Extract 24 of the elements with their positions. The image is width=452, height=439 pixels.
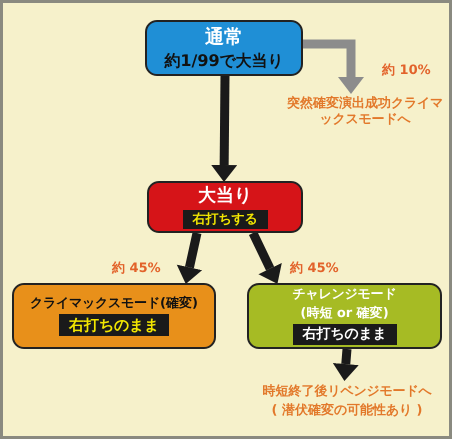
status-tag: 右打ちする — [182, 210, 268, 230]
mode-title: 大当り — [198, 184, 252, 206]
status-tag: 右打ちのまま — [59, 314, 169, 336]
edge-label: 約 45% — [288, 259, 341, 277]
mode-box — [147, 181, 303, 233]
note-line: 時短終了後リベンジモードへ — [262, 384, 432, 400]
note-line: ( 潜伏確変の可能性あり ) — [272, 402, 422, 418]
arrow — [211, 76, 238, 182]
mode-title: 通常 — [205, 26, 243, 48]
arrow — [176, 232, 202, 284]
arrow — [248, 231, 282, 284]
mode-box — [145, 20, 303, 76]
edge-label: 約 10% — [380, 61, 433, 79]
mode-title: チャレンジモード — [292, 287, 396, 303]
mode-title: クライマックスモード(確変) — [30, 296, 198, 312]
mode-box — [247, 283, 442, 349]
note-line: 突然確変演出成功クライマックスモードへ — [286, 96, 444, 128]
arrow — [332, 348, 359, 381]
mode-box — [12, 283, 216, 349]
mode-detail: 約1/99で大当り — [164, 51, 284, 70]
arrow — [303, 40, 364, 94]
mode-detail: (時短 or 確変) — [300, 306, 389, 322]
status-tag: 右打ちのまま — [292, 324, 396, 345]
edge-label: 約 45% — [110, 259, 163, 277]
